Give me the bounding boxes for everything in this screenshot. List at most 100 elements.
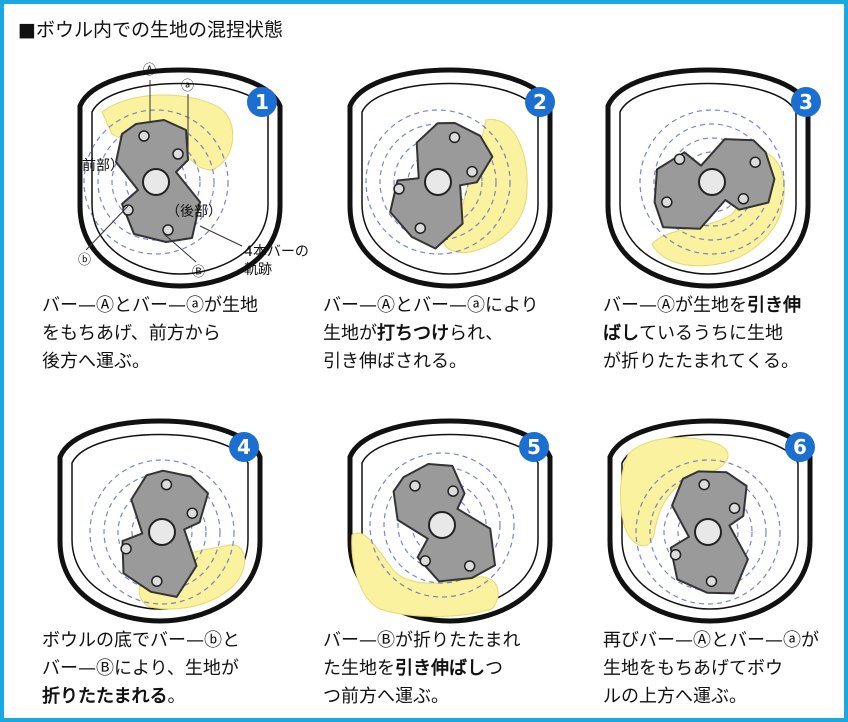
bar-pin <box>160 478 173 491</box>
bar-pin <box>705 575 718 588</box>
caption-line: バー—Ⓐが生地を引き伸 <box>603 292 801 320</box>
caption-line: バー—Ⓑが折りたたまれ <box>323 627 520 655</box>
caption-emphasis: 引き伸ばし <box>395 658 485 679</box>
central-hub <box>424 168 452 196</box>
caption-text: バー—Ⓐとバー—ⓐにより <box>323 295 539 316</box>
bar-pin <box>669 548 682 561</box>
label-bar-B: Ⓑ <box>192 265 205 280</box>
panel-4-illustration: 4 <box>57 418 263 624</box>
title-text: ■ボウル内での生地の混捏状態 <box>18 19 283 41</box>
bowl-inner-rim <box>621 433 799 610</box>
caption-line: 後方へ運ぶ。 <box>42 348 258 376</box>
callout-line <box>199 225 243 247</box>
panel-4-caption: ボウルの底でバー—ⓑとバー—Ⓑにより、生地が折りたたまれる。 <box>42 627 240 711</box>
panel-2-caption: バー—Ⓐとバー—ⓐにより生地が打ちつけられ、引き伸ばされる。 <box>323 292 539 376</box>
caption-line: バー—Ⓑにより、生地が <box>42 655 240 683</box>
caption-text: ルの上方へ運ぶ。 <box>603 686 747 707</box>
bar-pin <box>448 131 461 144</box>
bar-pin <box>673 153 686 166</box>
panel-6-caption: 再びバー—Ⓐとバー—ⓐが生地をもちあげてボウルの上方へ運ぶ。 <box>603 627 819 711</box>
step-number-badge <box>525 87 555 117</box>
step-number-badge <box>785 432 815 462</box>
step-number-text: 1 <box>255 90 269 114</box>
step-number-badge <box>791 87 821 117</box>
bowl-inner-rim <box>361 82 539 275</box>
caption-text: ボウルの底でバー—ⓑと <box>42 630 240 651</box>
orbit-track <box>89 459 235 605</box>
caption-text: 生地が <box>323 323 377 344</box>
caption-emphasis: 引き伸 <box>747 295 801 316</box>
step-number-badge <box>519 432 549 462</box>
step-number-text: 4 <box>237 435 251 459</box>
bar-pin <box>122 204 134 216</box>
central-hub <box>428 511 456 539</box>
caption-line: バー—Ⓐとバー—ⓐにより <box>323 292 539 320</box>
caption-text: ているうちに生地 <box>639 323 783 344</box>
callout-line <box>85 205 129 251</box>
step-number-badge <box>229 432 259 462</box>
caption-line: 生地をもちあげてボウ <box>603 655 819 683</box>
caption-text: 後方へ運ぶ。 <box>42 351 150 372</box>
dough-mass <box>351 532 499 617</box>
label-front: （前部） <box>68 157 124 174</box>
step-number-text: 2 <box>533 90 547 114</box>
caption-text: 。 <box>167 686 186 707</box>
step-number-text: 3 <box>799 90 813 114</box>
caption-emphasis: 打ちつけ <box>377 323 449 344</box>
bowl-inner-rim <box>619 82 797 275</box>
caption-text: バー—Ⓑが折りたたまれ <box>323 630 521 651</box>
caption-line: バー—Ⓐとバー—ⓐが生地 <box>42 292 258 320</box>
caption-text: バー—Ⓑにより、生地が <box>42 658 239 679</box>
bar-pin <box>661 196 673 208</box>
caption-text: 生地をもちあげてボウ <box>603 658 783 679</box>
panel-1-caption: バー—Ⓐとバー—ⓐが生地をもちあげ、前方から後方へ運ぶ。 <box>42 292 258 376</box>
diagram-title: ■ボウル内での生地の混捏状態 <box>18 18 283 42</box>
caption-line: 生地が打ちつけられ、 <box>323 320 539 348</box>
caption-line: た生地を引き伸ばしつ <box>323 655 520 683</box>
orbit-track <box>635 459 781 605</box>
caption-emphasis: 折りたたまれる <box>42 686 168 707</box>
bar-pin <box>728 502 741 514</box>
central-hub <box>694 518 722 546</box>
bar-pin <box>466 165 478 178</box>
caption-text: つ <box>485 658 503 679</box>
caption-text: が折りたたまれてくる。 <box>603 351 800 372</box>
panel-2-illustration: 2 <box>347 67 555 289</box>
caption-line: ルの上方へ運ぶ。 <box>603 683 819 711</box>
bar-pin <box>151 575 163 587</box>
caption-text: 引き伸ばされる。 <box>323 351 467 372</box>
bar-pin <box>463 560 476 572</box>
label-bar-a: ⓐ <box>181 79 194 94</box>
orbit-track <box>639 109 785 255</box>
caption-text: バー—Ⓐとバー—ⓐが生地 <box>42 295 258 316</box>
bar-pin <box>186 507 198 519</box>
panel-5-caption: バー—Ⓑが折りたたまれた生地を引き伸ばしつつ前方へ運ぶ。 <box>323 627 520 711</box>
bar-pin <box>414 222 427 234</box>
central-hub <box>148 518 176 546</box>
panel-3-illustration: 3 <box>605 67 821 289</box>
bar-pin <box>409 480 421 492</box>
step-number-text: 6 <box>793 435 807 459</box>
bar-pin <box>162 224 174 236</box>
caption-line: ボウルの底でバー—ⓑと <box>42 627 240 655</box>
caption-line: 引き伸ばされる。 <box>323 348 539 376</box>
bar-pin <box>172 148 184 160</box>
orbit-track <box>83 109 229 255</box>
caption-text: をもちあげ、前方から <box>42 323 221 344</box>
caption-line: ばしているうちに生地 <box>603 320 801 348</box>
central-hub <box>698 168 726 196</box>
bar-pin <box>419 555 432 567</box>
label-bar-A: Ⓐ <box>143 63 156 78</box>
caption-line: をもちあげ、前方から <box>42 320 258 348</box>
label-back: （後部） <box>166 204 222 220</box>
caption-line: 折りたたまれる。 <box>42 683 240 711</box>
callout-line <box>163 233 197 263</box>
caption-text: られ、 <box>449 323 504 344</box>
dough-mass <box>620 437 729 547</box>
bowl-inner-rim <box>91 82 269 275</box>
orbit-track <box>369 452 515 598</box>
caption-line: 再びバー—Ⓐとバー—ⓐが <box>603 627 819 655</box>
orbit-track <box>365 109 511 255</box>
label-track-2: 軌跡 <box>244 262 272 278</box>
